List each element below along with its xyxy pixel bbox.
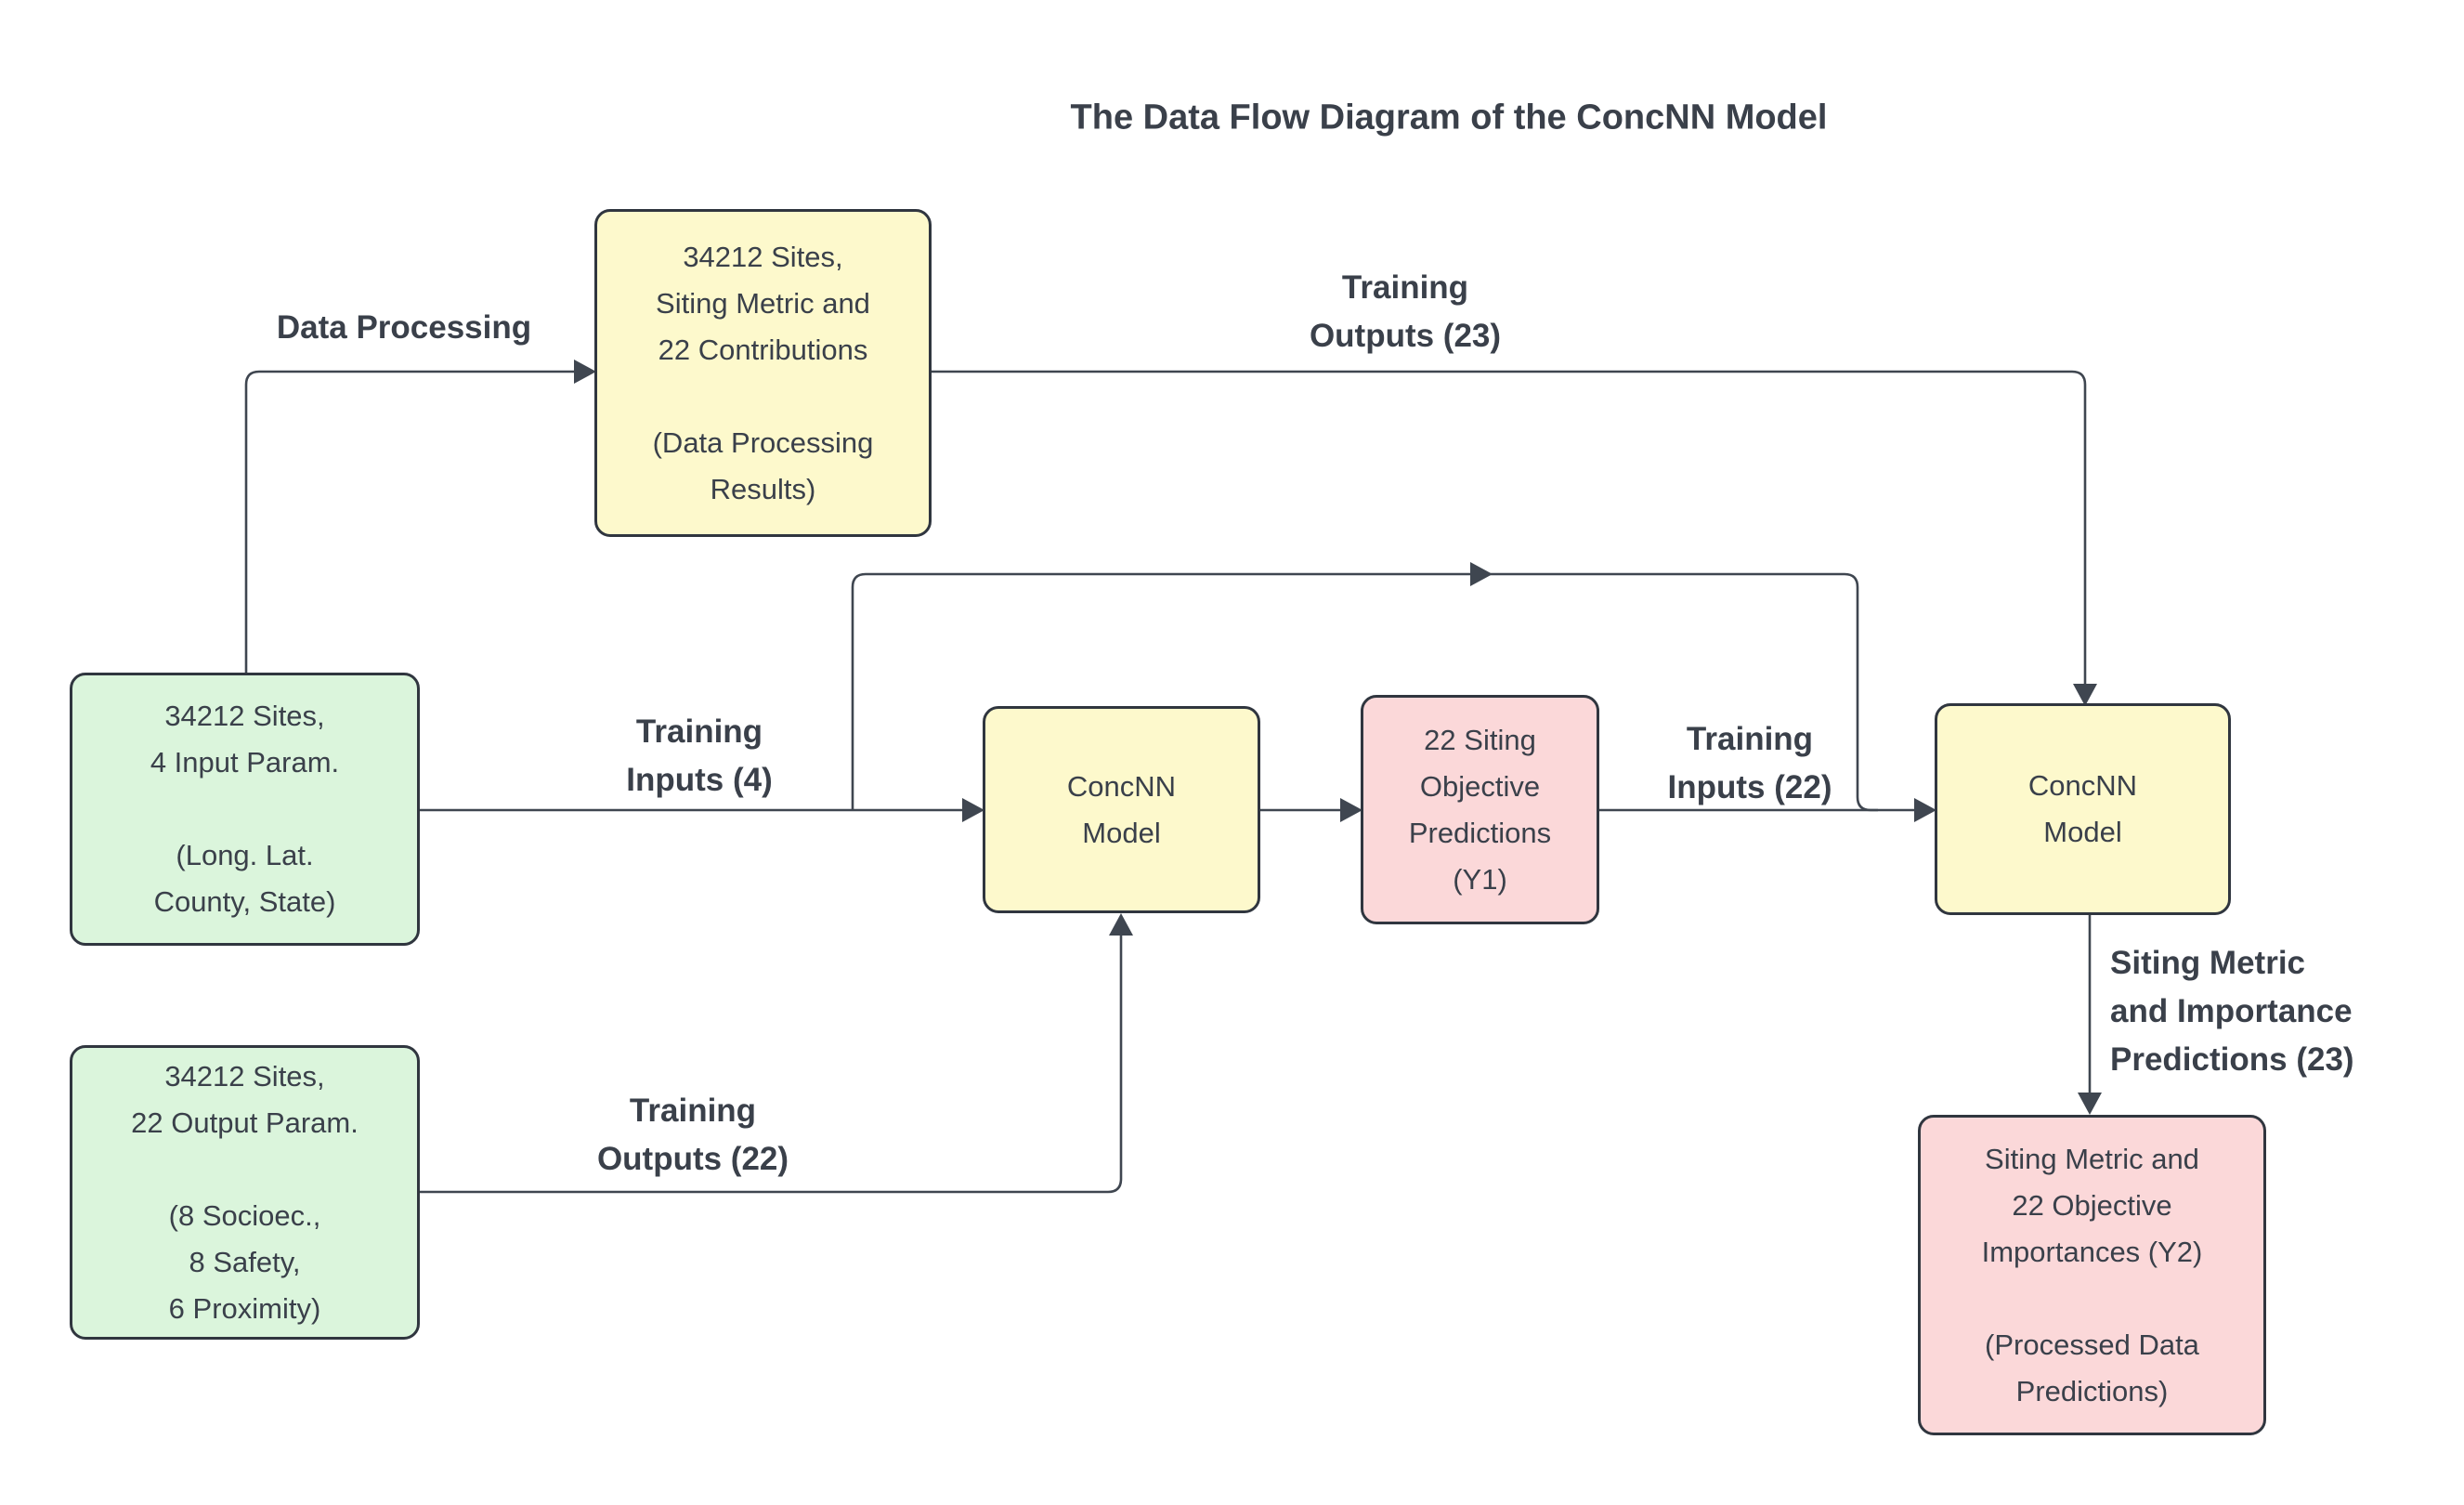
edge-label-training-outputs-23: Training Outputs (23) — [1309, 269, 1502, 354]
edge-data-processing — [244, 360, 596, 673]
edge-training-inputs-22 — [1599, 798, 1936, 822]
edge-label-training-inputs-4: Training Inputs (4) — [626, 713, 773, 798]
edge-training-outputs-22 — [420, 913, 1133, 1194]
diagram-title: The Data Flow Diagram of the ConcNN Mode… — [1070, 98, 1828, 137]
edge-label-data-processing: Data Processing — [276, 309, 532, 346]
node-data-processing-results: 34212 Sites, Siting Metric and 22 Contri… — [594, 209, 932, 537]
node-concnn-model-2: ConcNN Model — [1935, 703, 2231, 915]
edge-inputs-bypass — [851, 562, 1878, 812]
edge-label-training-inputs-22: Training Inputs (22) — [1667, 721, 1832, 805]
node-y2-predictions: Siting Metric and 22 Objective Importanc… — [1918, 1115, 2266, 1435]
edge-predictions-23 — [2078, 915, 2102, 1115]
edge-model1-to-y1 — [1260, 798, 1362, 822]
node-y1-predictions: 22 Siting Objective Predictions (Y1) — [1361, 695, 1599, 924]
node-concnn-model-1: ConcNN Model — [983, 706, 1260, 913]
edge-label-predictions-23: Siting Metric and Importance Predictions… — [2110, 945, 2354, 1078]
edge-label-training-outputs-22: Training Outputs (22) — [596, 1093, 789, 1177]
node-output-parameters: 34212 Sites, 22 Output Param. (8 Socioec… — [70, 1045, 420, 1340]
edge-training-outputs-23 — [932, 370, 2097, 706]
node-input-parameters: 34212 Sites, 4 Input Param. (Long. Lat. … — [70, 673, 420, 946]
edge-training-inputs-4 — [420, 798, 984, 822]
